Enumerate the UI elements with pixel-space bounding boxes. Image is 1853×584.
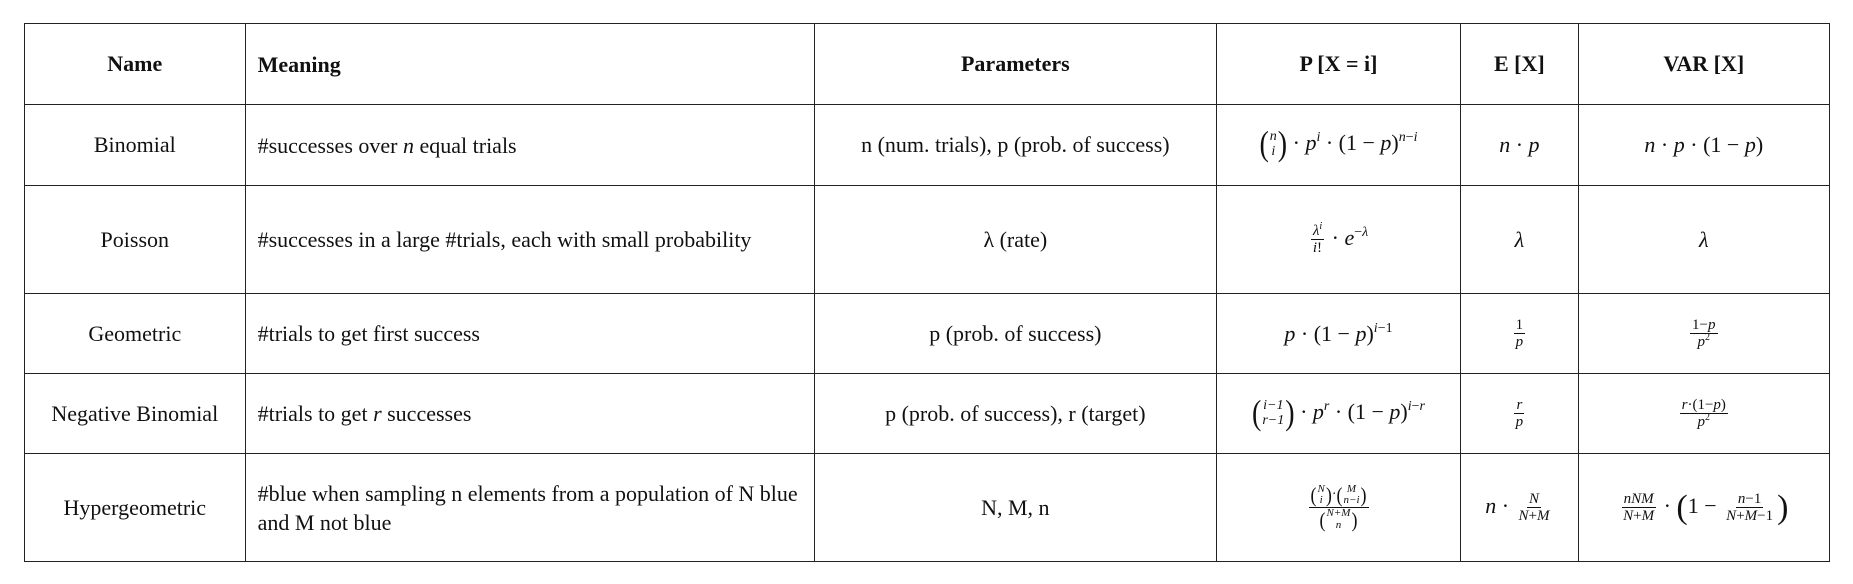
row-params: p (prob. of success) xyxy=(813,293,1217,374)
meaning-text: #trials to get xyxy=(257,401,374,426)
row-expectation: λ xyxy=(1460,185,1579,294)
table-row: Poisson #successes in a large #trials, e… xyxy=(24,185,1831,294)
row-params: λ (rate) xyxy=(813,185,1217,294)
row-params: n (num. trials), p (prob. of success) xyxy=(813,104,1217,186)
header-expectation-text: E [X] xyxy=(1494,51,1545,76)
row-meaning: #trials to get first success xyxy=(244,293,815,374)
row-variance: λ xyxy=(1577,185,1831,294)
meaning-text: #successes over xyxy=(257,132,403,158)
row-meaning: #trials to get r successes xyxy=(244,373,815,454)
row-variance: r·(1−p)p2 xyxy=(1577,373,1831,454)
meaning-variable: r xyxy=(373,401,382,426)
row-name: Negative Binomial xyxy=(24,373,246,454)
row-params: p (prob. of success), r (target) xyxy=(813,373,1217,454)
row-meaning: #successes in a large #trials, each with… xyxy=(244,185,815,294)
row-name: Hypergeometric xyxy=(24,453,246,562)
meaning-text: equal trials xyxy=(413,132,517,158)
distributions-table: Name Meaning Parameters P [X = i] E [X] … xyxy=(24,23,1831,562)
fraction: r·(1−p)p2 xyxy=(1679,396,1728,430)
table-row: Negative Binomial #trials to get r succe… xyxy=(24,373,1831,454)
row-name: Binomial xyxy=(24,104,246,186)
header-name: Name xyxy=(24,23,246,105)
header-parameters: Parameters xyxy=(813,23,1217,105)
row-variance: n · p · (1 − p) xyxy=(1577,104,1831,186)
table-row: Binomial #successes over n equal trials … xyxy=(24,104,1831,186)
header-row: Name Meaning Parameters P [X = i] E [X] … xyxy=(24,23,1831,105)
row-meaning: #successes over n equal trials xyxy=(244,104,815,186)
row-meaning: #blue when sampling n elements from a po… xyxy=(244,453,815,562)
header-pmf-text: P [X = i] xyxy=(1299,51,1378,76)
meaning-variable: n xyxy=(402,132,414,158)
row-params: N, M, n xyxy=(813,453,1217,562)
table-row: Geometric #trials to get first success p… xyxy=(24,293,1831,374)
meaning-text: successes xyxy=(381,401,472,426)
row-name: Geometric xyxy=(24,293,246,374)
header-meaning: Meaning xyxy=(244,23,815,105)
header-pmf: P [X = i] xyxy=(1215,23,1462,105)
header-expectation: E [X] xyxy=(1460,23,1579,105)
header-variance-text: VAR [X] xyxy=(1663,51,1745,76)
row-expectation: n · p xyxy=(1460,104,1579,186)
header-variance: VAR [X] xyxy=(1577,23,1831,105)
table-row: Hypergeometric #blue when sampling n ele… xyxy=(24,453,1831,562)
row-name: Poisson xyxy=(24,185,246,294)
row-pmf: p · (1 − p)i−1 xyxy=(1215,293,1462,374)
